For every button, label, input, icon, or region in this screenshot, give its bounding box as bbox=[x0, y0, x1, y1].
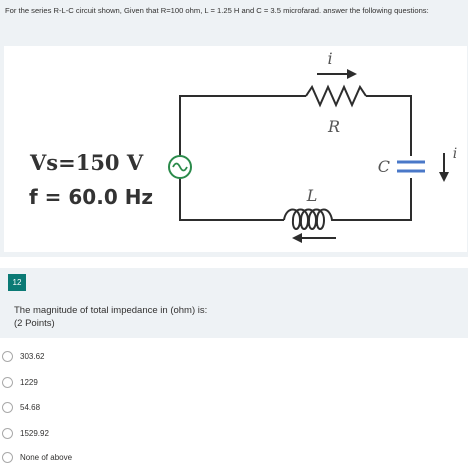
answer-option-4[interactable]: 1529.92 bbox=[2, 425, 49, 441]
radio-button[interactable] bbox=[2, 376, 13, 388]
radio-button[interactable] bbox=[2, 350, 13, 362]
answer-option-5[interactable]: None of above bbox=[2, 449, 72, 465]
radio-button[interactable] bbox=[2, 451, 13, 463]
resistor-symbol bbox=[305, 84, 367, 108]
question-points: (2 Points) bbox=[14, 318, 55, 329]
circuit-diagram: R i Vs=150 V f = 60.0 Hz C bbox=[4, 46, 467, 252]
current-label-top: i bbox=[327, 49, 332, 68]
question-number-badge: 12 bbox=[8, 274, 26, 291]
current-arrow-bottom bbox=[292, 233, 336, 243]
question-header-block: For the series R-L-C circuit shown, Give… bbox=[0, 0, 468, 257]
resistor-label: R bbox=[327, 117, 340, 136]
capacitor-label: C bbox=[378, 157, 390, 176]
answer-option-2[interactable]: 1229 bbox=[2, 374, 38, 390]
option-label: 54.68 bbox=[20, 402, 41, 412]
source-frequency-label: f = 60.0 Hz bbox=[29, 185, 153, 209]
circuit-wires bbox=[179, 95, 412, 221]
option-label: 1229 bbox=[20, 377, 38, 387]
problem-statement: For the series R-L-C circuit shown, Give… bbox=[5, 6, 429, 15]
option-label: 303.62 bbox=[20, 351, 45, 361]
current-arrow-right bbox=[439, 153, 449, 182]
option-label: 1529.92 bbox=[20, 428, 49, 438]
answer-option-1[interactable]: 303.62 bbox=[2, 348, 44, 364]
current-label-right: i bbox=[453, 146, 457, 162]
ac-source-symbol bbox=[168, 155, 192, 179]
question-text: The magnitude of total impedance in (ohm… bbox=[14, 305, 208, 316]
current-arrow-top bbox=[317, 69, 357, 79]
inductor-label: L bbox=[306, 186, 318, 205]
source-voltage-label: Vs=150 V bbox=[29, 150, 144, 175]
inductor-symbol bbox=[283, 208, 346, 230]
radio-button[interactable] bbox=[2, 401, 13, 413]
option-label: None of above bbox=[20, 452, 73, 462]
capacitor-symbol bbox=[397, 160, 425, 173]
radio-button[interactable] bbox=[2, 427, 13, 439]
answer-option-3[interactable]: 54.68 bbox=[2, 399, 40, 415]
question-card: 12 The magnitude of total impedance in (… bbox=[0, 268, 468, 338]
